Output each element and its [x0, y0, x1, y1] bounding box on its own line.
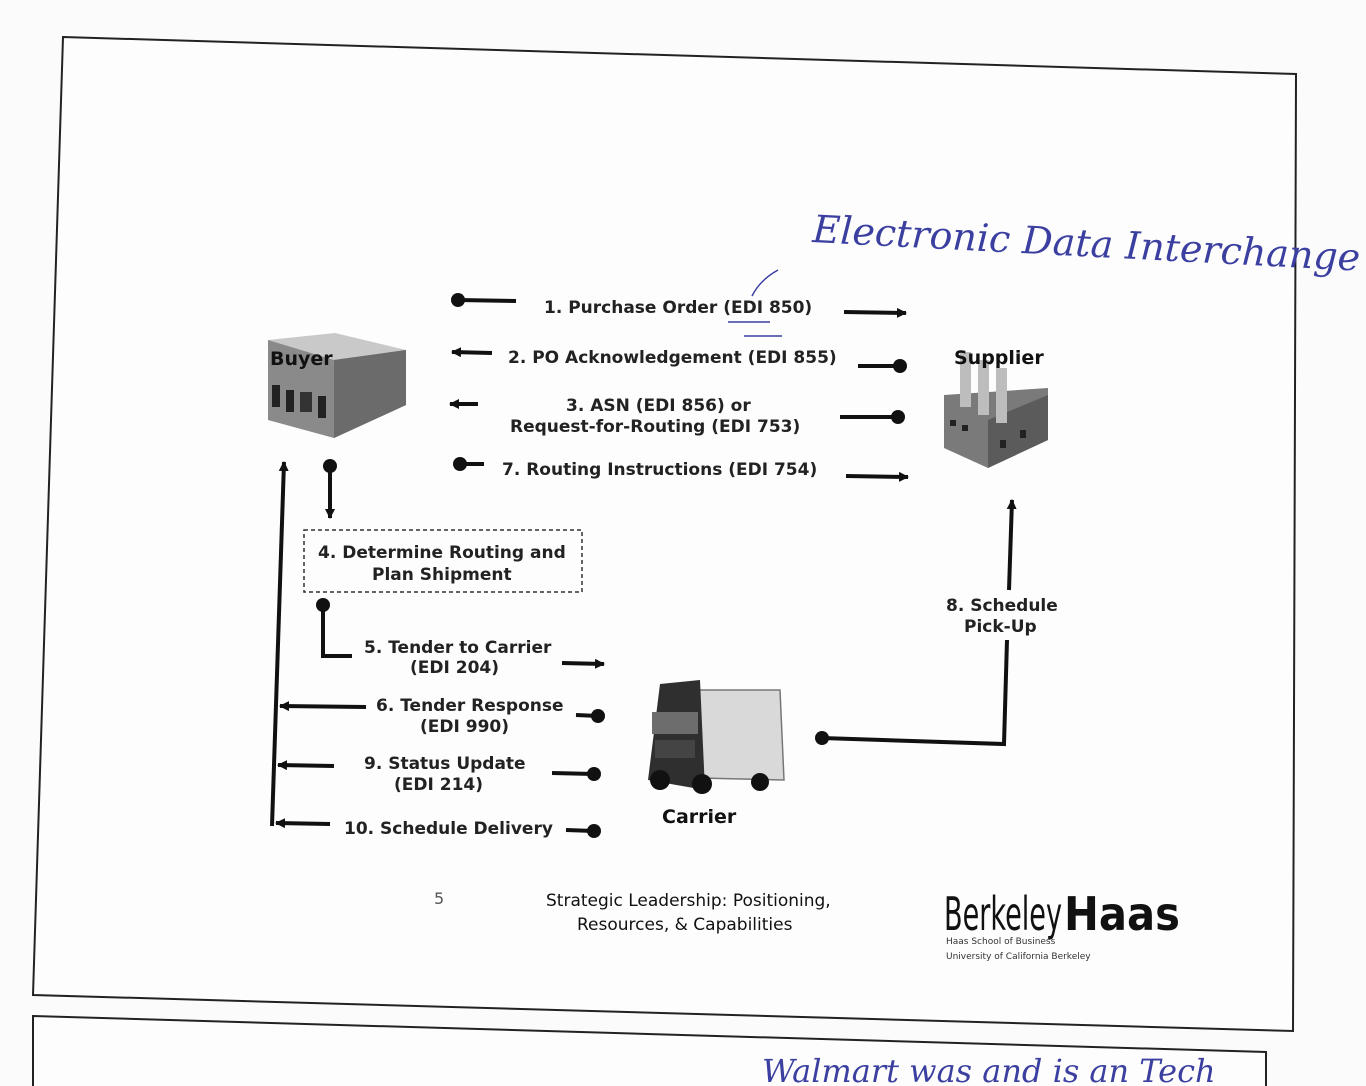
step9-label-line1: 9. Status Update [364, 754, 526, 774]
supplier-factory-icon [944, 352, 1048, 468]
dot-step2 [893, 359, 907, 373]
slide-frame [31, 35, 1298, 1033]
step10-label: 10. Schedule Delivery [344, 819, 553, 839]
left-return-line [270, 461, 289, 827]
step6-label-line1: 6. Tender Response [376, 696, 564, 716]
step2-label: 2. PO Acknowledgement (EDI 855) [508, 348, 837, 368]
page-number: 5 [434, 889, 444, 908]
dot-step1 [451, 293, 465, 307]
step5-label-line2: (EDI 204) [410, 658, 499, 678]
dot-step10 [587, 824, 601, 838]
slide-frame-2 [32, 1014, 1267, 1086]
berkeley-haas-logo: Berkeley Haas Haas School of Business Un… [944, 887, 1180, 962]
carrier-truck-icon [648, 680, 785, 794]
buyer-building-icon [268, 333, 406, 438]
step4-box [303, 529, 583, 593]
arrow-step2-left [451, 347, 493, 358]
step3-label-line1: 3. ASN (EDI 856) or [566, 396, 751, 416]
course-title-line1: Strategic Leadership: Positioning, [546, 891, 831, 911]
line-step9-right [551, 771, 595, 776]
handwritten-check [751, 269, 779, 297]
step8-label-line2: Pick-Up [964, 617, 1037, 637]
line-step8 [821, 639, 1009, 747]
logo-haas: Haas [1064, 887, 1180, 941]
step1-label: 1. Purchase Order (EDI 850) [544, 298, 812, 318]
dot-step3 [891, 410, 905, 424]
arrow-step5-right [561, 658, 605, 669]
logo-berkeley: Berkeley [944, 887, 1062, 941]
step4-label-line2: Plan Shipment [372, 565, 512, 585]
line-step5 [321, 605, 352, 658]
buyer-label: Buyer [270, 348, 333, 370]
arrow-step7-right [845, 471, 909, 482]
step4-label-line1: 4. Determine Routing and [318, 543, 566, 563]
step6-label-line2: (EDI 990) [420, 717, 509, 737]
step8-label-line1: 8. Schedule [946, 596, 1058, 616]
logo-subtitle-1: Haas School of Business [946, 937, 1056, 947]
dot-step9 [587, 767, 601, 781]
arrow-step10-left [275, 818, 331, 829]
step3-label-line2: Request-for-Routing (EDI 753) [510, 417, 800, 437]
arrow-step8-up [1006, 499, 1017, 591]
arrow-step6-left [279, 701, 367, 712]
arrow-step1-left [457, 298, 517, 303]
carrier-label: Carrier [662, 806, 737, 828]
handwritten-bottom-note: Walmart was and is an Tech [762, 1052, 1216, 1086]
arrow-step1-right [843, 307, 907, 318]
logo-subtitle-2: University of California Berkeley [946, 952, 1091, 962]
arrow-step9-left [277, 760, 335, 771]
course-title-line2: Resources, & Capabilities [577, 915, 793, 935]
step9-label-line2: (EDI 214) [394, 775, 483, 795]
supplier-label: Supplier [954, 347, 1044, 369]
handwritten-underline [728, 321, 782, 337]
step7-label: 7. Routing Instructions (EDI 754) [502, 460, 817, 480]
step5-label-line1: 5. Tender to Carrier [364, 638, 552, 658]
dot-step6 [591, 709, 605, 723]
